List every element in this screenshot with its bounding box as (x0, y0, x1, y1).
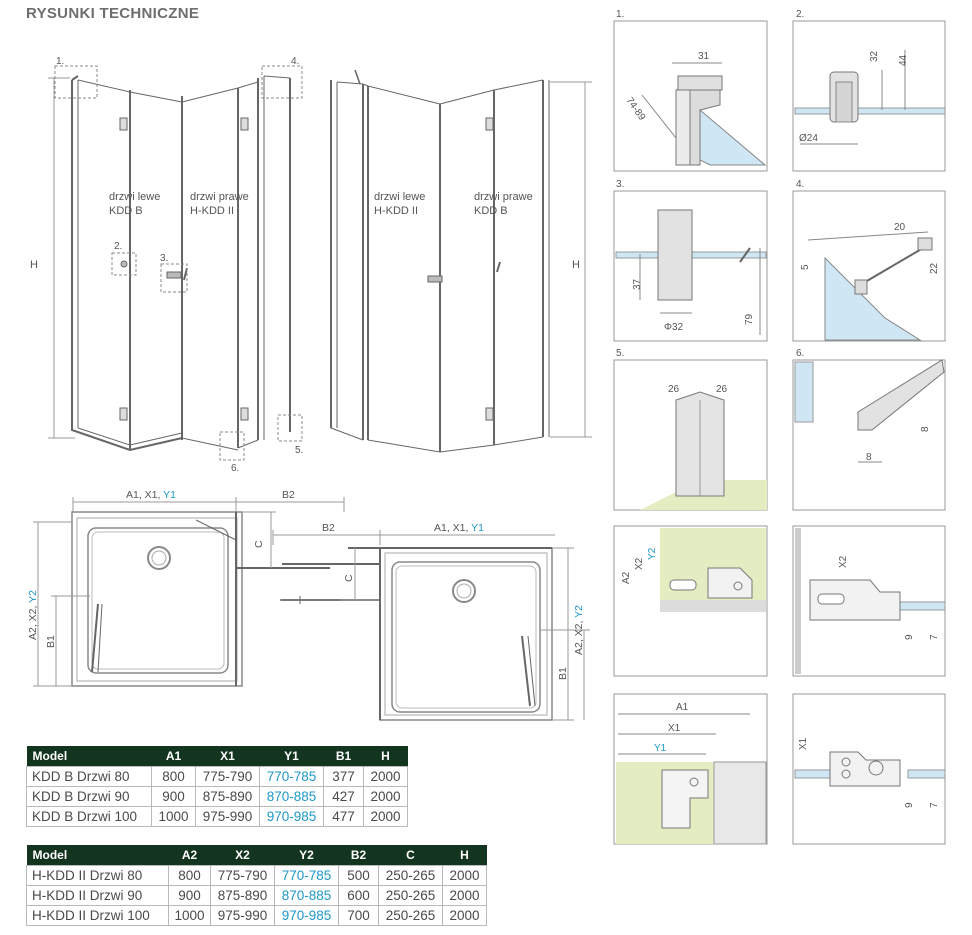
plan-right-dim-b1: B1 (557, 667, 569, 680)
svg-text:22: 22 (929, 262, 940, 274)
label-door-right-model-l: H-KDD II (190, 205, 234, 217)
svg-text:9: 9 (904, 802, 915, 808)
label-h-right: H (572, 259, 580, 271)
svg-text:6.: 6. (796, 348, 804, 359)
svg-text:37: 37 (632, 278, 643, 290)
plan-left-dim-top: A1, X1, Y1 (126, 489, 176, 501)
svg-text:Y1: Y1 (654, 743, 667, 754)
table-row: KDD B Drzwi 100 1000 975-990 970-985 477… (26, 806, 408, 827)
col-h: H (442, 845, 487, 866)
plan-left-dim-c: C (253, 540, 265, 548)
svg-text:5.: 5. (616, 348, 624, 359)
svg-text:5: 5 (800, 264, 811, 270)
label-door-left-model-r: H-KDD II (374, 205, 418, 217)
col-x2: X2 (210, 845, 275, 866)
svg-text:7: 7 (929, 802, 940, 808)
elevation-left (48, 65, 303, 461)
callout-4: 4. (291, 56, 299, 67)
table-row: KDD B Drzwi 80 800 775-790 770-785 377 2… (26, 766, 408, 787)
label-h-left: H (30, 259, 38, 271)
spec-table-kdd-b: Model A1 X1 Y1 B1 H KDD B Drzwi 80 800 7… (26, 746, 408, 827)
svg-text:32: 32 (869, 50, 880, 62)
detail-panel-2: 2. 32 44 Ø24 (792, 9, 946, 172)
svg-text:Y2: Y2 (647, 547, 658, 560)
plan-right-dim-b2: B2 (322, 522, 335, 534)
col-model: Model (26, 746, 152, 767)
detail-panel-7: A2 X2 Y2 (613, 525, 768, 677)
label-door-right-model-r: KDD B (474, 205, 508, 217)
col-b1: B1 (323, 746, 364, 767)
detail-panel-3: 3. 37 79 Φ32 (613, 179, 768, 342)
svg-text:1.: 1. (616, 9, 624, 20)
svg-text:31: 31 (698, 51, 710, 62)
svg-text:79: 79 (744, 313, 755, 325)
detail-panel-1: 1. 31 74-89 (613, 9, 768, 172)
svg-text:8: 8 (866, 452, 872, 463)
detail-panel-10: X1 9 7 (792, 693, 946, 845)
label-door-right-r: drzwi prawe (474, 191, 533, 203)
table-row: H-KDD II Drzwi 90 900 875-890 870-885 60… (26, 885, 487, 906)
svg-text:20: 20 (894, 222, 906, 233)
col-c: C (378, 845, 443, 866)
detail-panel-5: 5. 26 26 (613, 348, 768, 511)
table-header-row: Model A2 X2 Y2 B2 C H (26, 845, 487, 866)
col-y1: Y1 (259, 746, 324, 767)
col-b2: B2 (338, 845, 379, 866)
callout-3: 3. (160, 253, 168, 264)
svg-text:3.: 3. (616, 179, 624, 190)
plan-left (33, 497, 345, 687)
detail-panel-9: A1 X1 Y1 (613, 693, 768, 845)
table-row: H-KDD II Drzwi 80 800 775-790 770-785 50… (26, 865, 487, 886)
col-model: Model (26, 845, 169, 866)
svg-text:X2: X2 (634, 557, 645, 570)
callout-1: 1. (56, 56, 64, 67)
label-door-left-r: drzwi lewe (374, 191, 425, 203)
col-h: H (363, 746, 408, 767)
svg-text:X2: X2 (838, 555, 849, 568)
svg-text:A2: A2 (621, 571, 632, 584)
svg-text:26: 26 (716, 384, 728, 395)
svg-text:44: 44 (898, 54, 909, 66)
table-row: KDD B Drzwi 90 900 875-890 870-885 427 2… (26, 786, 408, 807)
plan-left-dim-b1: B1 (45, 635, 57, 648)
svg-text:4.: 4. (796, 179, 804, 190)
label-door-left-l: drzwi lewe (109, 191, 160, 203)
spec-table-h-kdd-ii: Model A2 X2 Y2 B2 C H H-KDD II Drzwi 80 … (26, 845, 487, 926)
svg-text:X1: X1 (798, 737, 809, 750)
table-header-row: Model A1 X1 Y1 B1 H (26, 746, 408, 767)
detail-panels: 1. 31 74-89 2. 32 44 Ø24 3. (613, 9, 946, 845)
svg-text:2.: 2. (796, 9, 804, 20)
technical-drawings: drzwi lewe KDD B drzwi prawe H-KDD II dr… (27, 56, 592, 721)
detail-panel-4: 4. 20 5 22 (792, 179, 946, 342)
plan-right-dim-side: A2, X2, Y2 (573, 605, 585, 655)
svg-text:8: 8 (920, 426, 931, 432)
detail-panel-8: X2 9 7 (792, 525, 946, 677)
plan-right-dim-top: A1, X1, Y1 (434, 522, 484, 534)
svg-text:X1: X1 (668, 723, 681, 734)
svg-text:26: 26 (668, 384, 680, 395)
elevation-right (330, 69, 592, 453)
label-door-left-model-l: KDD B (109, 205, 143, 217)
svg-text:7: 7 (929, 634, 940, 640)
plan-left-dim-b2: B2 (282, 489, 295, 501)
col-a1: A1 (151, 746, 196, 767)
col-y2: Y2 (274, 845, 339, 866)
detail-panel-6: 6. 8 8 (792, 348, 946, 511)
callout-6: 6. (231, 463, 239, 474)
callout-5: 5. (295, 445, 303, 456)
plan-left-dim-side: A2, X2, Y2 (27, 590, 39, 640)
page-title: RYSUNKI TECHNICZNE (26, 5, 200, 22)
plan-right-dim-c: C (343, 574, 355, 582)
svg-text:9: 9 (904, 634, 915, 640)
plan-right (272, 530, 590, 721)
svg-text:Ø24: Ø24 (799, 133, 818, 144)
table-row: H-KDD II Drzwi 100 1000 975-990 970-985 … (26, 905, 487, 926)
col-x1: X1 (195, 746, 260, 767)
svg-text:Φ32: Φ32 (664, 322, 684, 333)
callout-2: 2. (114, 241, 122, 252)
label-door-right-l: drzwi prawe (190, 191, 249, 203)
col-a2: A2 (168, 845, 211, 866)
svg-text:A1: A1 (676, 702, 689, 713)
